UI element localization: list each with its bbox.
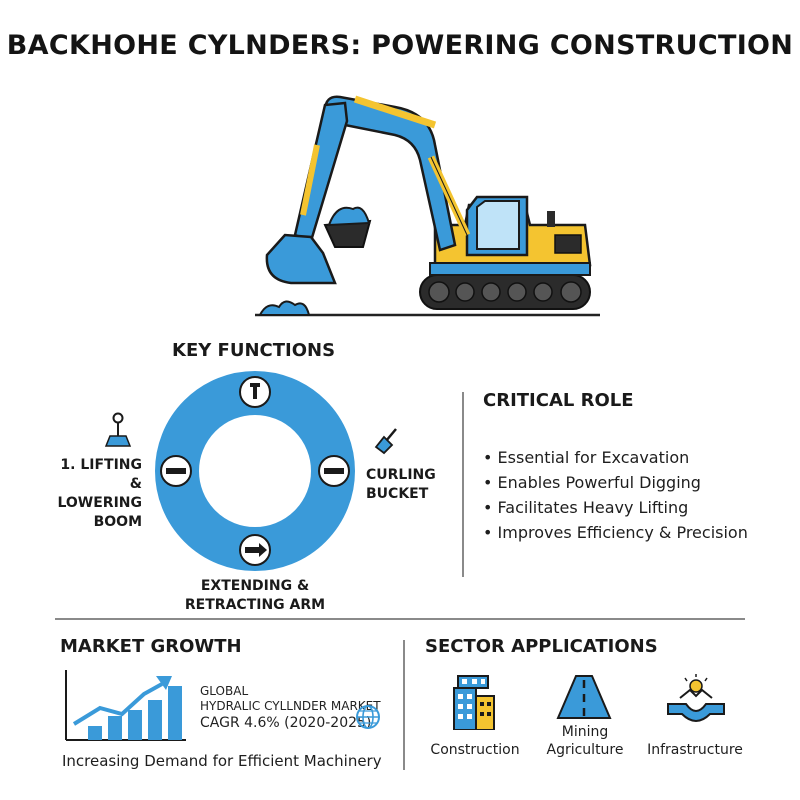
critical-role-heading: CRITICAL ROLE <box>483 390 634 411</box>
infrastructure-icon <box>667 674 725 722</box>
excavator-illustration <box>255 95 600 317</box>
list-item: • Enables Powerful Digging <box>483 473 701 492</box>
hoist-icon <box>104 412 132 447</box>
ring-node-left <box>160 455 192 487</box>
key-functions-heading: KEY FUNCTIONS <box>172 340 336 361</box>
market-stat-text: GLOBAL HYDRALIC CYLLNDER MARKET CAGR 4.6… <box>200 684 381 731</box>
market-growth-heading: MARKET GROWTH <box>60 636 242 657</box>
divider-vertical-bottom <box>403 640 405 770</box>
divider-vertical-top <box>462 392 464 577</box>
ring-node-top <box>239 376 271 408</box>
ring-node-right <box>318 455 350 487</box>
sector-label-mining: Mining <box>561 724 609 740</box>
building-icon <box>453 675 495 730</box>
functions-ring-diagram <box>155 371 355 571</box>
critical-role-list: • Essential for Excavation • Enables Pow… <box>483 448 748 548</box>
globe-icon <box>356 705 380 729</box>
sector-applications-heading: SECTOR APPLICATIONS <box>425 636 658 657</box>
growth-bar-chart-icon <box>65 670 186 741</box>
road-icon <box>556 675 612 719</box>
divider-horizontal <box>55 618 745 620</box>
page-title: BACKHOHE CYLNDERS: POWERING CONSTRUCTION <box>6 30 794 61</box>
sector-label-agriculture: Agriculture <box>546 742 624 758</box>
ring-node-bottom <box>239 534 271 566</box>
shovel-icon <box>374 428 397 455</box>
market-growth-footer: Increasing Demand for Efficient Machiner… <box>62 752 382 770</box>
list-item: • Facilitates Heavy Lifting <box>483 498 689 517</box>
sector-label-construction: Construction <box>430 742 520 758</box>
list-item: • Essential for Excavation <box>483 448 690 467</box>
list-item: • Improves Efficiency & Precision <box>483 523 748 542</box>
label-extending-arm: EXTENDING & RETRACTING ARM <box>184 578 326 613</box>
label-lifting-boom: 1. LIFTING & LOWERING BOOM <box>57 457 142 530</box>
sector-label-infrastructure: Infrastructure <box>647 742 743 758</box>
label-curling-bucket: CURLING BUCKET <box>366 467 436 502</box>
